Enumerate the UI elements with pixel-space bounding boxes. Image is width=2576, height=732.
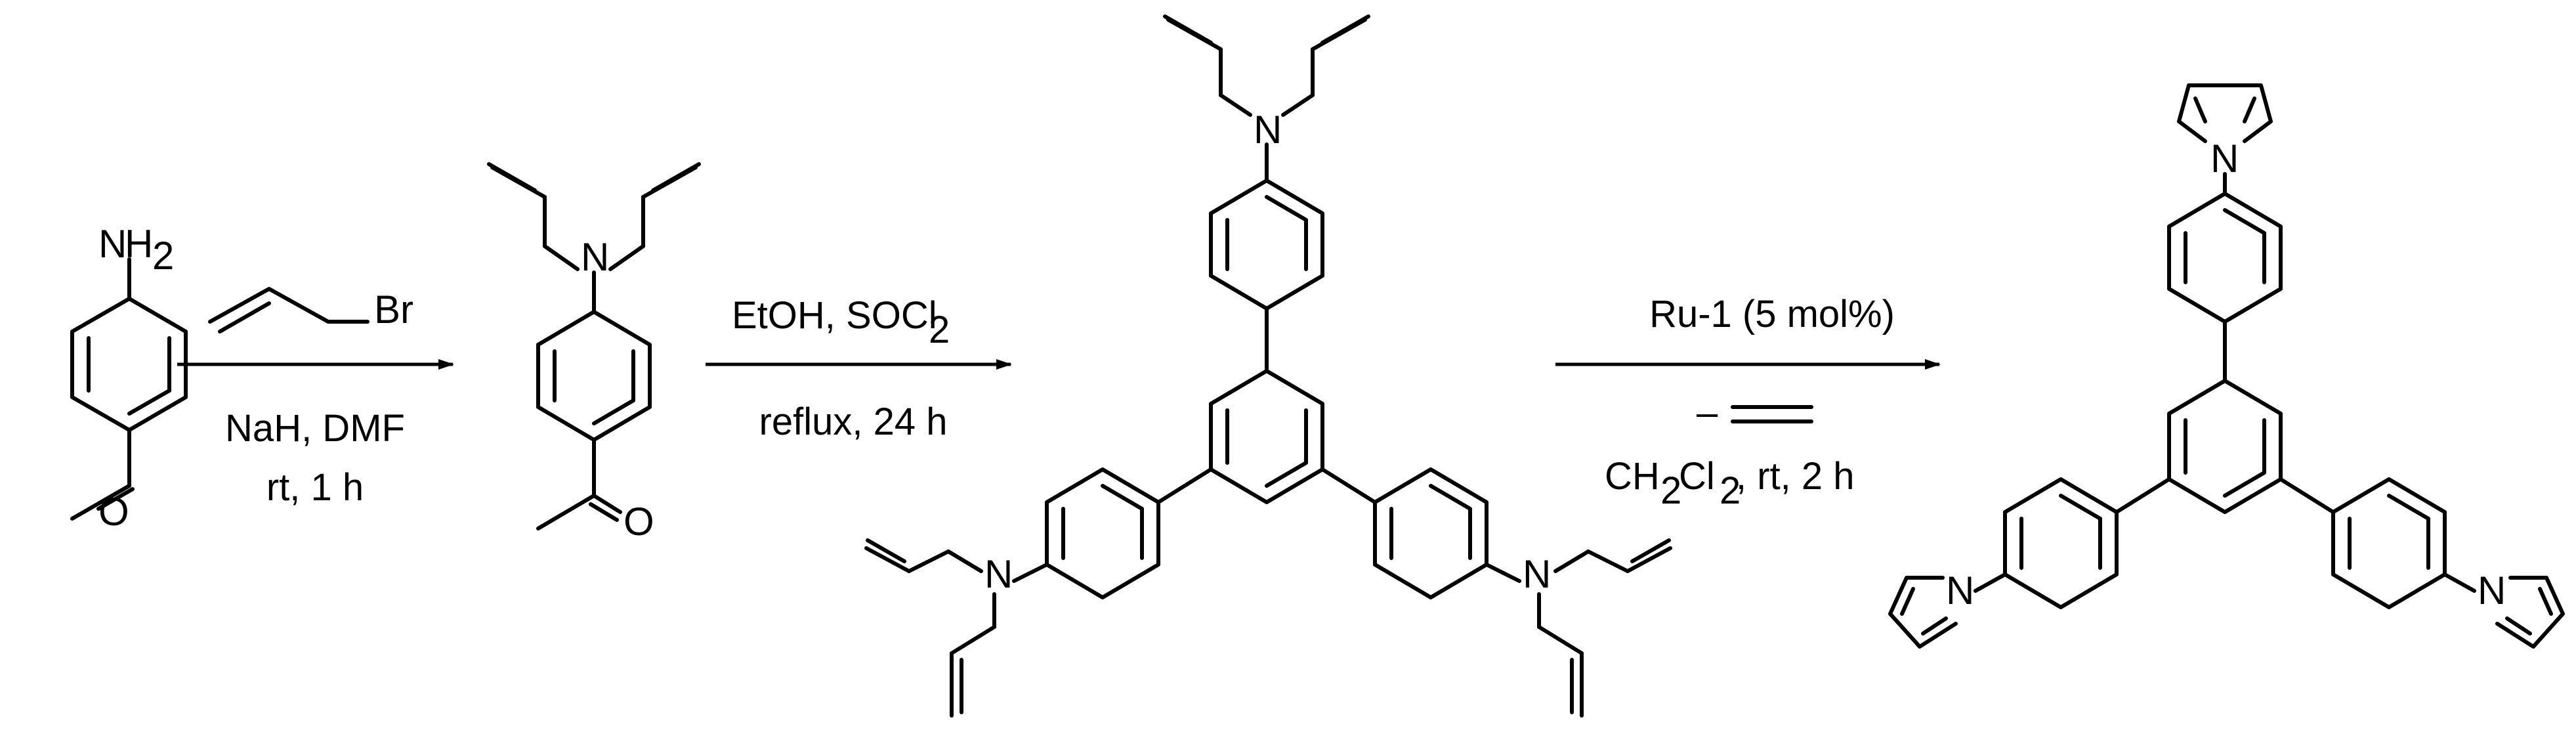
allyl-bromide-structure [208, 287, 370, 324]
compound-triaryl-benzene-pyrrole: N N N [1888, 83, 2565, 649]
top-n-label: N [1254, 108, 1282, 152]
step2-reagent-subscript: 2 [929, 309, 950, 351]
ketone-o-label-2: O [623, 500, 654, 544]
compound-diallyl-acetophenone: N O [487, 162, 701, 544]
amine-subscript: 2 [152, 234, 174, 278]
ketone-o-label-1: O [98, 490, 129, 534]
left-n-label: N [984, 552, 1013, 596]
step1-conditions-line1: NaH, DMF [225, 407, 405, 450]
step2-reagent-main: EtOH, SOCl [732, 294, 937, 337]
step3-solvent-sub1: 2 [1660, 469, 1681, 512]
step3-solvent-cl: Cl [1679, 455, 1715, 498]
step3-solvent-sub2: 2 [1720, 469, 1741, 512]
reaction-arrow-2: EtOH, SOCl 2 reflux, 24 h [706, 294, 1012, 443]
step1-conditions-line2: rt, 1 h [266, 466, 364, 509]
step3-minus-sign: – [1697, 391, 1718, 434]
reaction-arrow-3: Ru-1 (5 mol%) – CH 2 Cl 2 , rt, 2 h [1555, 293, 1941, 512]
compound-triaryl-benzene-allyl: N N N [864, 14, 1672, 718]
step3-conditions-tail: , rt, 2 h [1736, 455, 1855, 498]
step2-conditions-line2: reflux, 24 h [759, 400, 948, 443]
reaction-arrow-1: Br NaH, DMF rt, 1 h [177, 287, 454, 509]
amine-h-label: H [125, 222, 153, 266]
bromide-label: Br [374, 288, 413, 332]
compound-aminoacetophenone: N H 2 O [70, 222, 188, 534]
right-n-label: N [1523, 552, 1551, 596]
amine-n-label: N [98, 222, 127, 266]
amine-n-label-2: N [581, 235, 609, 279]
step3-solvent-ch: CH [1605, 455, 1660, 498]
top-pyrrole-n-label: N [2210, 137, 2239, 181]
right-pyrrole-n-label: N [2478, 569, 2506, 613]
step3-catalyst: Ru-1 (5 mol%) [1649, 293, 1895, 335]
left-pyrrole-n-label: N [1946, 569, 1974, 613]
